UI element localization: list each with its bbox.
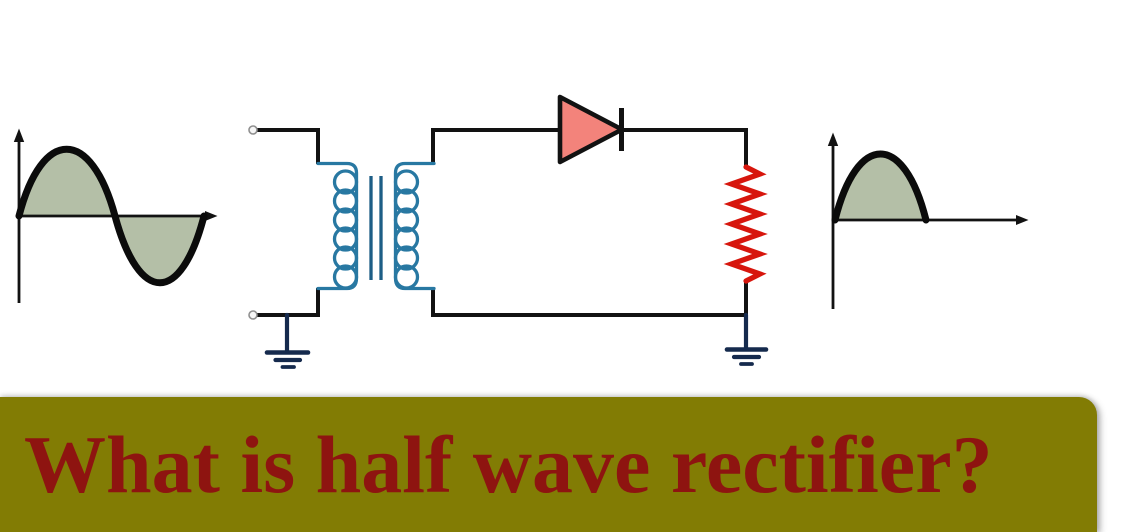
input-y-axis-arrow-icon (13, 128, 25, 142)
title-banner: What is half wave rectifier? (0, 397, 1097, 532)
wire-bottom (431, 288, 746, 317)
input-waveform-graph (13, 128, 218, 303)
terminal-bottom-icon (248, 310, 258, 320)
output-x-axis-arrow-icon (1016, 215, 1029, 225)
transformer-core (369, 176, 383, 280)
input-sine-wave (15, 145, 208, 287)
diode-icon (557, 94, 625, 165)
wire-bottom-left (257, 288, 320, 317)
terminal-top-icon (248, 125, 258, 135)
output-halfwave-line (831, 150, 930, 224)
input-x-axis-arrow-icon (205, 211, 218, 221)
load-resistor-icon (723, 164, 768, 284)
transformer-secondary-coil (393, 161, 436, 291)
ground-left-icon (264, 312, 311, 369)
diode-triangle (557, 94, 625, 165)
wire-top-left (253, 128, 320, 164)
transformer-primary-coil (316, 161, 359, 291)
circuit-wires (253, 128, 748, 317)
ground-right-icon (724, 312, 769, 366)
transformer-icon (316, 161, 436, 291)
page-title: What is half wave rectifier? (24, 418, 993, 510)
output-waveform-graph (827, 132, 1029, 309)
circuit-diagram (13, 94, 1029, 369)
output-y-axis-arrow-icon (827, 132, 839, 146)
